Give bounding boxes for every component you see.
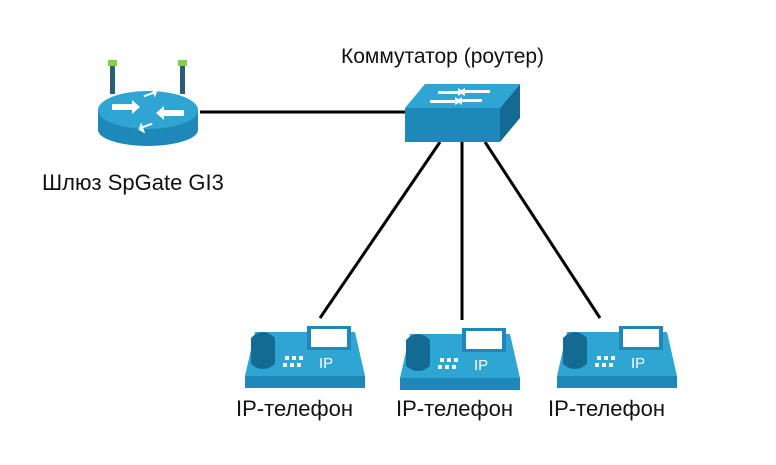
link-switch-phone-3 (483, 141, 602, 319)
gateway-router-icon (98, 60, 198, 146)
ip-badge: IP (319, 355, 333, 372)
link-switch-phone-1 (318, 141, 442, 319)
ip-phone-2-icon: IP (400, 328, 520, 390)
switch-label: Коммутатор (роутер) (341, 45, 545, 68)
ip-badge: IP (631, 355, 645, 372)
ip-badge: IP (474, 357, 488, 374)
phone-3-label: IP-телефон (548, 396, 666, 421)
ip-phone-1-icon: IP (245, 326, 365, 388)
ip-phone-3-icon: IP (557, 326, 677, 388)
switch-icon (405, 84, 520, 142)
gateway-label: Шлюз SpGate GI3 (42, 170, 224, 195)
phone-1-label: IP-телефон (236, 396, 354, 421)
phone-2-label: IP-телефон (396, 396, 514, 421)
